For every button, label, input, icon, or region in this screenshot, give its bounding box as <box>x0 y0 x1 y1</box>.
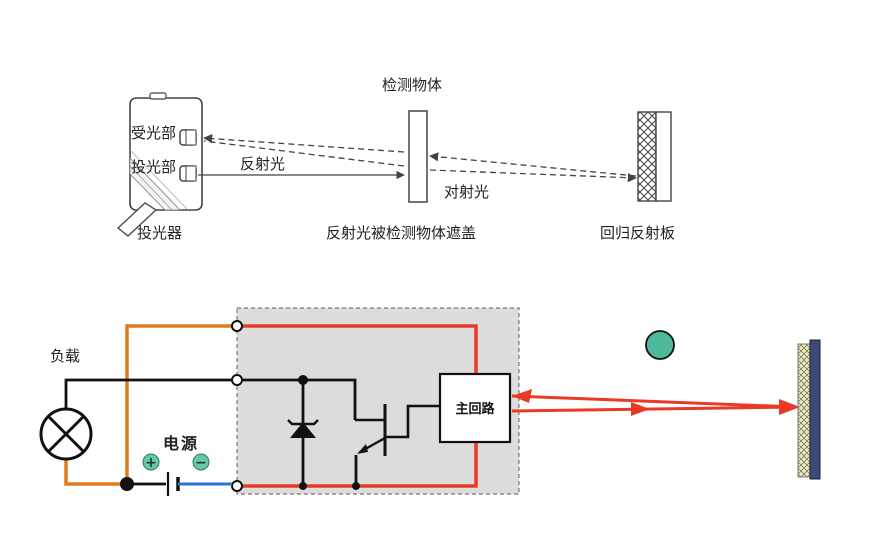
load-lamp-symbol <box>39 407 93 461</box>
junction-node-power <box>120 477 134 491</box>
bottom-diagram: 主回路 电 源 + − 负载 <box>39 307 821 496</box>
dashed-ray-back-lower <box>203 140 405 167</box>
terminal-bottom <box>231 480 243 492</box>
svg-text:+: + <box>145 455 157 471</box>
emitter-label: 投光部 <box>131 158 176 176</box>
transistor-symbol <box>354 404 440 486</box>
receiver-label: 受光部 <box>131 124 176 142</box>
retroreflector-label: 回归反射板 <box>600 224 675 242</box>
power-supply-label-1: 电 <box>163 434 179 453</box>
load-black-wire <box>64 378 237 409</box>
power-supply-label-2: 源 <box>181 434 197 453</box>
sensor-housing <box>117 92 203 237</box>
target-object-label: 检测物体 <box>382 76 442 94</box>
target-object <box>408 110 428 203</box>
top-diagram: 受光部 投光部 投光器 反射光 检测物体 对射光 反射光被检测物体遮盖 回归反射… <box>117 76 675 242</box>
plus-symbol: + <box>142 453 160 471</box>
main-circuit-label: 主回路 <box>455 401 495 417</box>
dashed-ray-reflector-return <box>429 152 637 177</box>
dashed-ray-back-upper <box>203 134 405 153</box>
svg-text:−: − <box>195 455 207 471</box>
opposite-light-label: 对射光 <box>444 183 489 201</box>
terminal-middle <box>231 374 243 386</box>
bottom-retroreflector <box>797 339 821 480</box>
junction-node-emitter <box>352 482 360 490</box>
red-light-rays <box>511 389 800 416</box>
junction-node-zener-bottom <box>299 482 307 490</box>
junction-node-zener-top <box>298 375 308 385</box>
object-ball <box>645 330 675 360</box>
minus-symbol: − <box>192 453 210 471</box>
dashed-ray-to-reflector <box>429 169 637 183</box>
terminal-top <box>231 320 243 332</box>
load-label: 负载 <box>50 347 80 365</box>
main-circuit-block <box>438 372 512 444</box>
red-wire-bottom <box>237 442 478 488</box>
retroreflector-plate <box>637 111 672 202</box>
blocked-caption: 反射光被检测物体遮盖 <box>326 224 476 242</box>
sensor-label: 投光器 <box>137 224 182 242</box>
black-wire-internal-top <box>237 378 357 420</box>
reflected-light-label: 反射光 <box>240 155 285 173</box>
zener-diode-symbol <box>287 419 319 438</box>
red-wire-top <box>237 324 478 376</box>
